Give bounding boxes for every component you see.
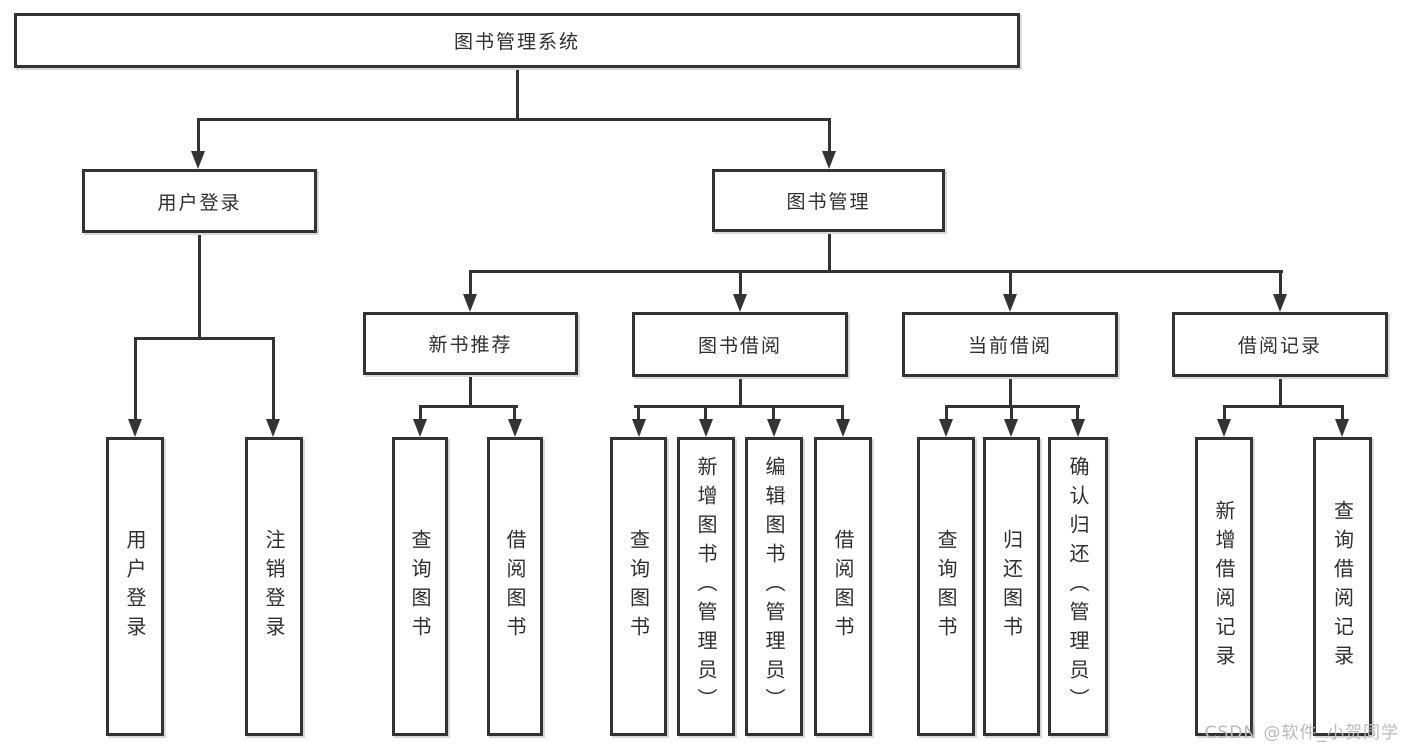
connector-line xyxy=(469,272,472,296)
connector-line xyxy=(272,339,275,421)
arrow-down-icon xyxy=(1217,419,1231,437)
connector-line xyxy=(637,407,640,421)
connector-line xyxy=(1009,377,1012,407)
connector-line xyxy=(1279,272,1282,296)
connector-line xyxy=(945,405,1080,408)
node-borrow-records: 借阅记录 xyxy=(1172,312,1388,377)
connector-line xyxy=(828,120,831,153)
connector-line xyxy=(134,337,275,340)
watermark: CSDN @软件_小贺同学 xyxy=(1204,723,1399,743)
connector-line xyxy=(469,270,1283,273)
connector-line xyxy=(197,120,200,153)
arrow-down-icon xyxy=(733,294,747,312)
node-user-login: 用户登录 xyxy=(82,169,317,233)
arrow-down-icon xyxy=(1273,294,1287,312)
connector-line xyxy=(739,272,742,296)
arrow-down-icon xyxy=(632,419,646,437)
arrow-down-icon xyxy=(1071,419,1085,437)
arrow-down-icon xyxy=(699,419,713,437)
arrow-down-icon xyxy=(767,419,781,437)
connector-line xyxy=(772,407,775,421)
arrow-down-icon xyxy=(463,294,477,312)
connector-line xyxy=(739,377,742,407)
connector-line xyxy=(1341,407,1344,421)
arrow-down-icon xyxy=(266,419,280,437)
connector-line xyxy=(1279,375,1282,407)
arrow-down-icon xyxy=(1335,419,1349,437)
leaf-edit-book-admin: 编辑图书（管理员） xyxy=(745,437,803,736)
leaf-logout: 注销登录 xyxy=(245,437,303,736)
connector-line xyxy=(419,407,422,421)
leaf-query-borrow-record: 查询借阅记录 xyxy=(1313,437,1372,736)
connector-line xyxy=(1223,407,1226,421)
node-new-book-recommend: 新书推荐 xyxy=(363,312,578,375)
connector-line xyxy=(945,407,948,421)
connector-line xyxy=(469,375,472,407)
leaf-query-books-1: 查询图书 xyxy=(392,437,448,736)
connector-line xyxy=(634,405,844,408)
arrow-down-icon xyxy=(1004,419,1018,437)
connector-line xyxy=(134,339,137,421)
arrow-down-icon xyxy=(836,419,850,437)
connector-line xyxy=(704,407,707,421)
connector-line xyxy=(1076,407,1079,421)
arrow-down-icon xyxy=(822,151,836,169)
connector-line xyxy=(197,118,831,121)
connector-line xyxy=(1010,407,1013,421)
leaf-add-borrow-record: 新增借阅记录 xyxy=(1195,437,1253,736)
connector-line xyxy=(198,233,201,339)
arrow-down-icon xyxy=(413,419,427,437)
leaf-add-book-admin: 新增图书（管理员） xyxy=(677,437,735,736)
node-current-borrowing: 当前借阅 xyxy=(902,312,1118,377)
connector-line xyxy=(513,407,516,421)
leaf-query-books-3: 查询图书 xyxy=(917,437,975,736)
arrow-down-icon xyxy=(1003,294,1017,312)
connector-line xyxy=(841,407,844,421)
connector-line xyxy=(419,405,518,408)
arrow-down-icon xyxy=(191,151,205,169)
leaf-borrow-books-2: 借阅图书 xyxy=(814,437,872,736)
node-book-borrowing: 图书借阅 xyxy=(632,312,848,377)
arrow-down-icon xyxy=(508,419,522,437)
leaf-confirm-return-admin: 确认归还（管理员） xyxy=(1048,437,1108,736)
leaf-query-books-2: 查询图书 xyxy=(610,437,667,736)
arrow-down-icon xyxy=(939,419,953,437)
leaf-return-books: 归还图书 xyxy=(983,437,1040,736)
leaf-borrow-books-1: 借阅图书 xyxy=(487,437,543,736)
node-book-management: 图书管理 xyxy=(712,169,945,232)
connector-line xyxy=(1223,405,1344,408)
arrow-down-icon xyxy=(128,419,142,437)
connector-line xyxy=(828,232,831,272)
connector-line xyxy=(1009,272,1012,296)
node-library-system: 图书管理系统 xyxy=(14,13,1020,68)
leaf-user-login: 用户登录 xyxy=(106,437,164,736)
connector-line xyxy=(516,68,519,120)
